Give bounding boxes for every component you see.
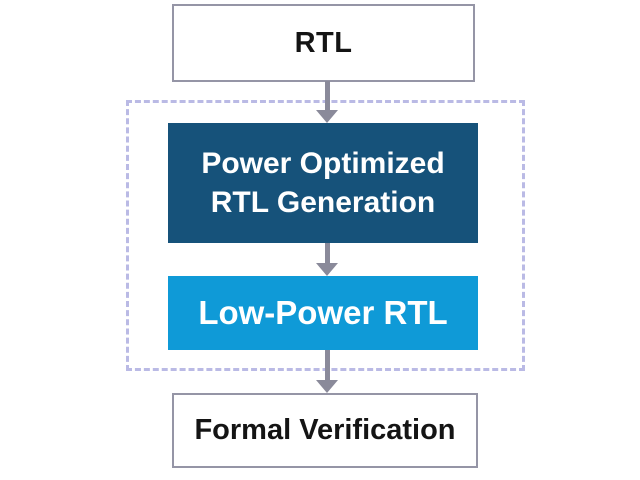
node-rtl: RTL	[172, 4, 475, 82]
arrow-down-head-icon	[316, 263, 338, 276]
node-low-power-rtl: Low-Power RTL	[168, 276, 478, 350]
arrow-power-optimized-to-low-power	[316, 243, 338, 276]
node-formal-verification-label: Formal Verification	[194, 414, 456, 446]
node-power-optimized-label-line1: Power Optimized	[201, 147, 445, 180]
node-low-power-rtl-label: Low-Power RTL	[198, 294, 448, 331]
arrow-shaft	[324, 81, 330, 110]
arrow-low-power-to-formal-verification	[316, 350, 338, 393]
arrow-down-head-icon	[316, 110, 338, 123]
node-power-optimized-rtl-generation: Power Optimized RTL Generation	[168, 123, 478, 243]
arrow-rtl-to-power-optimized	[316, 81, 338, 123]
node-power-optimized-label-line2: RTL Generation	[210, 186, 436, 219]
node-formal-verification: Formal Verification	[172, 393, 478, 468]
node-rtl-label: RTL	[294, 26, 353, 59]
arrow-shaft	[324, 350, 330, 380]
arrow-down-head-icon	[316, 380, 338, 393]
arrow-shaft	[324, 243, 330, 263]
